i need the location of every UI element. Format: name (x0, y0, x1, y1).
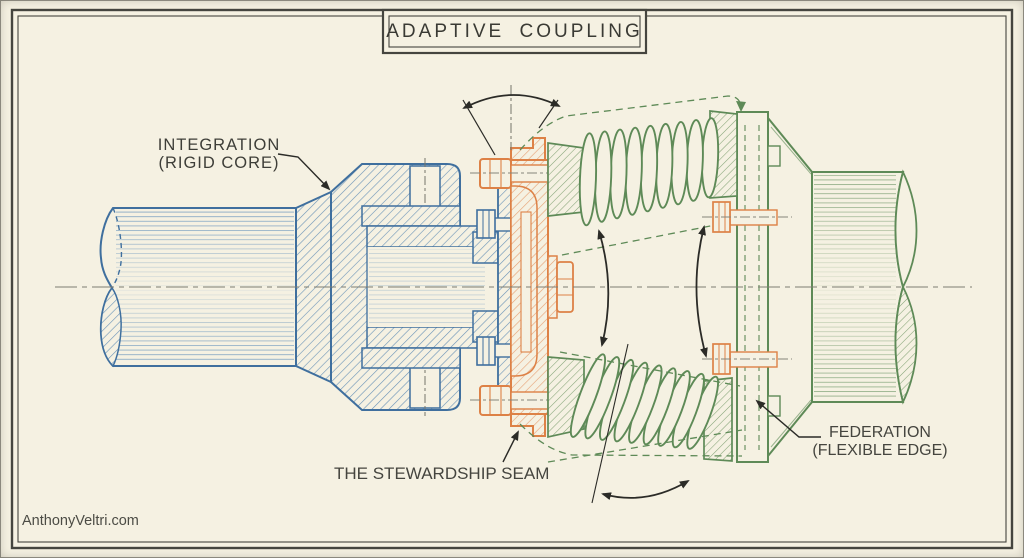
drawing-title: ADAPTIVE COUPLING (386, 20, 643, 42)
integration-label-line1: INTEGRATION (157, 136, 281, 154)
federation-leader (755, 399, 821, 438)
top-flex-arc (462, 94, 561, 109)
top-spring (578, 117, 720, 227)
label-leaders (277, 153, 821, 463)
federation-label-line1: FEDERATION (829, 424, 931, 441)
bottom-spring (569, 353, 720, 450)
federation-label: FEDERATION (FLEXIBLE EDGE) (810, 424, 950, 460)
integration-leader (277, 153, 331, 191)
flexible-edge-assembly (519, 95, 918, 463)
mid-left-flex-arc (597, 229, 610, 347)
mid-right-flex-arc (695, 225, 708, 358)
federation-label-line2: (FLEXIBLE EDGE) (812, 441, 948, 459)
bottom-flex-arc (601, 479, 690, 501)
motion-arrows (462, 85, 708, 504)
integration-label-line2: (RIGID CORE) (158, 154, 280, 173)
title-box (381, 8, 648, 55)
integration-label: INTEGRATION (RIGID CORE) (153, 136, 285, 173)
stewardship-leader (502, 430, 519, 463)
envelope-arrowhead (736, 101, 746, 112)
watermark: AnthonyVeltri.com (22, 513, 139, 529)
stewardship-label: THE STEWARDSHIP SEAM (334, 464, 550, 483)
